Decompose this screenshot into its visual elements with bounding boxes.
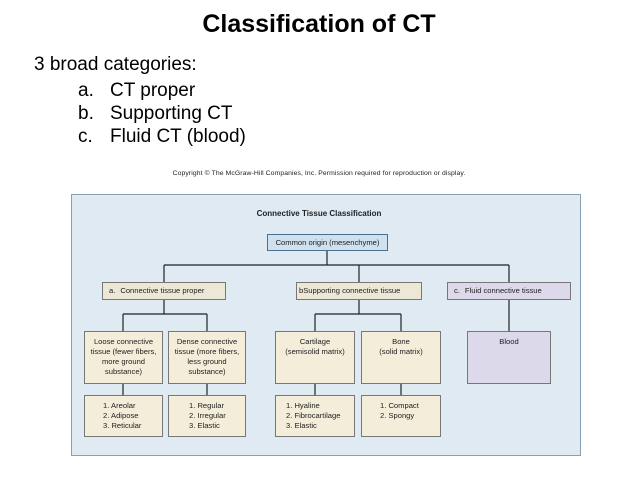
type-item: 3. Elastic bbox=[286, 421, 317, 430]
subtype-line: (solid matrix) bbox=[379, 347, 423, 356]
subtype-cartilage: Cartilage (semisolid matrix) bbox=[275, 331, 355, 384]
category-marker: c. bbox=[454, 286, 460, 295]
category-marker: b bbox=[299, 286, 304, 295]
subtype-line: less ground bbox=[187, 357, 227, 366]
list-item: c. Fluid CT (blood) bbox=[78, 125, 246, 148]
type-item: 1. Regular bbox=[189, 401, 225, 410]
type-item: 1. Compact bbox=[380, 401, 419, 410]
subtype-bone: Bone (solid matrix) bbox=[361, 331, 441, 384]
category-label: Connective tissue proper bbox=[120, 286, 205, 295]
subtype-loose: Loose connective tissue (fewer fibers, m… bbox=[84, 331, 163, 384]
type-item: 2. Adipose bbox=[103, 411, 139, 420]
subtype-line: more ground bbox=[101, 357, 146, 366]
type-item: 2. Fibrocartilage bbox=[286, 411, 341, 420]
type-item: 3. Reticular bbox=[103, 421, 142, 430]
type-item: 1. Areolar bbox=[103, 401, 136, 410]
type-item: 2. Irregular bbox=[189, 411, 226, 420]
category-label: Supporting connective tissue bbox=[303, 286, 401, 295]
list-marker: c. bbox=[78, 126, 93, 147]
origin-box: Common origin (mesenchyme) bbox=[267, 234, 388, 251]
types-loose: 1. Areolar 2. Adipose 3. Reticular bbox=[84, 395, 163, 437]
list-marker: b. bbox=[78, 103, 94, 124]
subtype-line: substance) bbox=[104, 367, 143, 376]
category-supporting: bSupporting connective tissue bbox=[296, 282, 422, 300]
types-bone: 1. Compact 2. Spongy bbox=[361, 395, 441, 437]
list-item: b. Supporting CT bbox=[78, 102, 246, 125]
category-label: Fluid connective tissue bbox=[464, 286, 542, 295]
category-list: a. CT proper b. Supporting CT c. Fluid CT (… bbox=[78, 79, 246, 148]
subtype-line: Cartilage bbox=[299, 337, 331, 346]
category-marker: a. bbox=[109, 286, 116, 295]
list-item: a. CT proper bbox=[78, 79, 246, 102]
intro-text: 3 broad categories: bbox=[34, 54, 197, 75]
subtype-line: Bone bbox=[392, 337, 410, 346]
category-ct-proper: a. Connective tissue proper bbox=[102, 282, 226, 300]
types-dense: 1. Regular 2. Irregular 3. Elastic bbox=[168, 395, 246, 437]
diagram-title: Connective Tissue Classification bbox=[256, 209, 382, 218]
copyright-notice: Copyright © The McGraw-Hill Companies, I… bbox=[172, 170, 466, 177]
category-fluid: c. Fluid connective tissue bbox=[447, 282, 571, 300]
subtype-line: (semisolid matrix) bbox=[285, 347, 345, 356]
subtype-dense: Dense connective tissue (more fibers, le… bbox=[168, 331, 246, 384]
list-marker: a. bbox=[78, 80, 94, 101]
type-item: 1. Hyaline bbox=[286, 401, 320, 410]
subtype-line: Dense connective bbox=[176, 337, 238, 346]
type-item: 3. Elastic bbox=[189, 421, 220, 430]
slide-title: Classification of CT bbox=[202, 10, 436, 38]
type-item: 2. Spongy bbox=[380, 411, 415, 420]
subtype-line: tissue (more fibers, bbox=[174, 347, 240, 356]
list-item-text: Fluid CT (blood) bbox=[110, 126, 246, 147]
subtype-line: substance) bbox=[188, 367, 226, 376]
subtype-line: tissue (fewer fibers, bbox=[90, 347, 157, 356]
types-cartilage: 1. Hyaline 2. Fibrocartilage 3. Elastic bbox=[275, 395, 355, 437]
subtype-line: Blood bbox=[499, 337, 519, 346]
list-item-text: CT proper bbox=[110, 80, 196, 101]
subtype-line: Loose connective bbox=[93, 337, 154, 346]
subtype-blood: Blood bbox=[467, 331, 551, 384]
list-item-text: Supporting CT bbox=[110, 103, 233, 124]
